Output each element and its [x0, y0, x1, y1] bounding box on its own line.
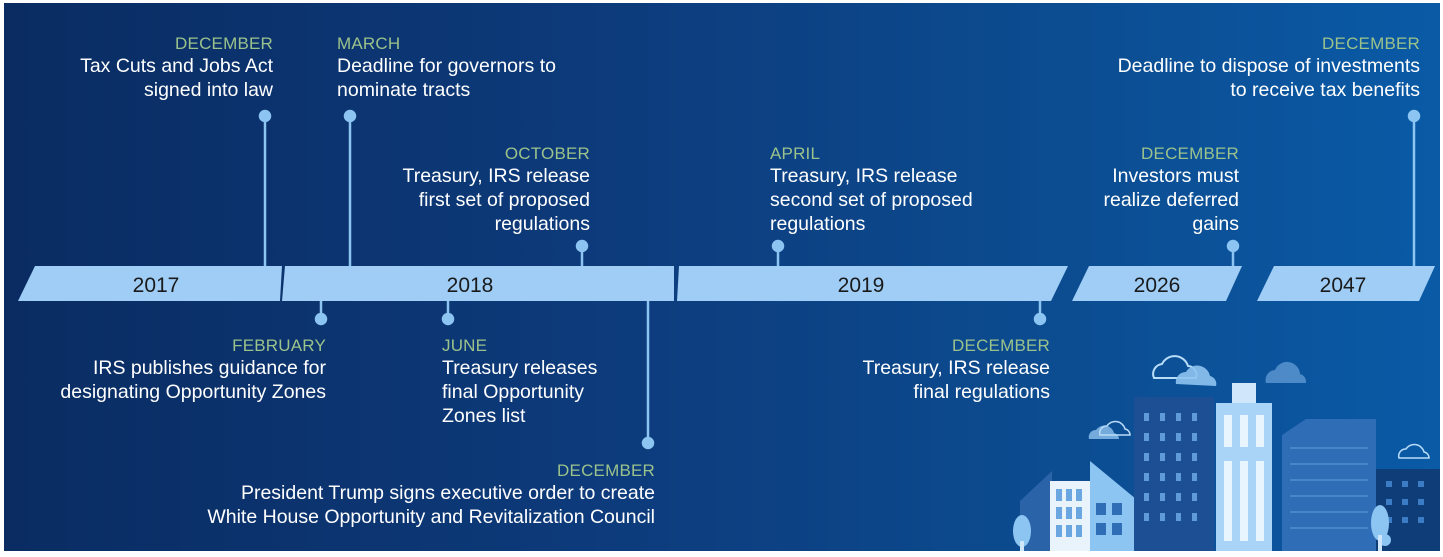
connector-dec2047	[1407, 109, 1421, 267]
city-skyline-icon	[1013, 355, 1440, 551]
tree-icon	[1371, 505, 1391, 551]
event-dec2019: DECEMBER Treasury, IRS release final reg…	[863, 336, 1050, 404]
event-month: JUNE	[442, 336, 488, 355]
event-description: Treasury, IRS release second set of prop…	[770, 165, 973, 235]
year-label-2019: 2019	[838, 274, 885, 297]
event-jun2018: JUNE Treasury releases final Opportunity…	[442, 336, 597, 428]
event-description: Treasury, IRS release first set of propo…	[402, 165, 590, 235]
connector-feb2018	[314, 301, 328, 326]
event-apr2019: APRIL Treasury, IRS release second set o…	[770, 144, 973, 236]
timeline-graphics: 2017 2018 2019 2026 2047	[18, 109, 1440, 551]
event-description: IRS publishes guidance for designating O…	[60, 357, 326, 403]
connector-apr2019	[771, 239, 785, 267]
event-description: Tax Cuts and Jobs Act signed into law	[80, 55, 273, 101]
cloud-icon	[1098, 420, 1131, 436]
event-mar2018: MARCH Deadline for governors to nominate…	[337, 34, 556, 102]
event-dec2047: DECEMBER Deadline to dispose of investme…	[1118, 34, 1420, 102]
year-band	[18, 266, 1435, 301]
cloud-icon	[1175, 365, 1217, 386]
year-segment-2018	[282, 266, 674, 301]
connector-dec2026	[1226, 239, 1240, 267]
event-month: DECEMBER	[1322, 34, 1420, 53]
event-month: DECEMBER	[1141, 144, 1239, 163]
event-dec2017: DECEMBER Tax Cuts and Jobs Act signed in…	[80, 34, 273, 102]
year-segment-2017	[18, 266, 282, 301]
event-month: APRIL	[770, 144, 821, 163]
year-label-2018: 2018	[447, 274, 494, 297]
event-description: Investors must realize deferred gains	[1103, 165, 1240, 235]
connector-oct2018	[575, 239, 589, 267]
year-segment-2019	[677, 266, 1068, 301]
year-label-2026: 2026	[1134, 274, 1181, 297]
event-month: DECEMBER	[952, 336, 1050, 355]
timeline-canvas: 2017 2018 2019 2026 2047	[4, 3, 1440, 551]
year-label-2017: 2017	[133, 274, 180, 297]
cloud-icon	[1265, 361, 1307, 383]
year-label-2047: 2047	[1320, 274, 1367, 297]
connector-dec2017	[258, 109, 272, 267]
event-month: OCTOBER	[504, 144, 590, 163]
connector-jun2018	[441, 301, 455, 326]
tree-icon	[1013, 515, 1031, 551]
connector-dec2019	[1033, 301, 1047, 326]
event-month: DECEMBER	[557, 461, 655, 480]
year-segment-2026	[1072, 266, 1242, 301]
building-tower-top	[1232, 383, 1256, 405]
connector-dec2018	[641, 301, 655, 450]
connectors	[258, 109, 1421, 450]
building	[1282, 419, 1376, 551]
event-oct2018: OCTOBER Treasury, IRS release first set …	[403, 144, 590, 236]
event-description: Treasury, IRS release final regulations	[862, 357, 1050, 403]
connector-mar2018	[343, 109, 357, 267]
year-segment-2047	[1257, 266, 1435, 301]
event-month: DECEMBER	[175, 34, 273, 53]
event-month: FEBRUARY	[232, 336, 326, 355]
event-feb2018: FEBRUARY IRS publishes guidance for desi…	[60, 336, 326, 404]
event-description: Deadline to dispose of investments to re…	[1117, 55, 1420, 101]
cloud-icon	[1397, 443, 1430, 459]
event-dec2026: DECEMBER Investors must realize deferred…	[1104, 144, 1240, 236]
event-description: Treasury releases final Opportunity Zone…	[442, 357, 598, 427]
event-month: MARCH	[337, 34, 401, 53]
event-description: President Trump signs executive order to…	[207, 482, 655, 528]
event-dec2018: DECEMBER President Trump signs executive…	[207, 461, 655, 529]
event-description: Deadline for governors to nominate tract…	[337, 55, 556, 101]
cloud-icon	[1088, 425, 1120, 439]
